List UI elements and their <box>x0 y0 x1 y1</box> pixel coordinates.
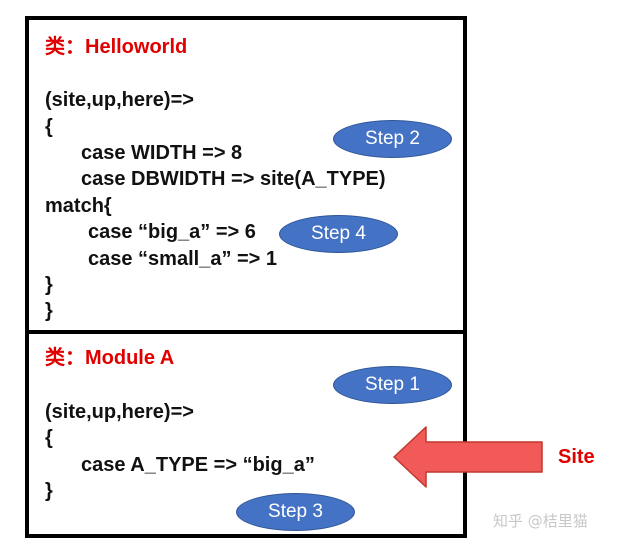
code-line: (site,up,here)=> <box>45 89 194 111</box>
code-line: case WIDTH => 8 <box>81 142 243 164</box>
code-line: { <box>45 116 53 138</box>
module-a-title: 类：Module A <box>45 347 175 369</box>
step-4-ellipse: Step 4 <box>279 215 398 253</box>
site-arrow-icon <box>393 426 543 488</box>
code-line: case DBWIDTH => site(A_TYPE) <box>81 168 386 190</box>
step-3-ellipse: Step 3 <box>236 493 355 531</box>
watermark: 知乎 @桔里猫 <box>493 512 588 530</box>
code-line: case “big_a” => 6 <box>88 221 256 243</box>
step-2-ellipse: Step 2 <box>333 120 452 158</box>
step-1-ellipse: Step 1 <box>333 366 452 404</box>
code-line: (site,up,here)=> <box>45 401 194 423</box>
code-line: match{ <box>45 195 112 217</box>
helloworld-title: 类：Helloworld <box>45 36 188 58</box>
code-line: case “small_a” => 1 <box>88 248 278 270</box>
code-line: } <box>45 480 53 502</box>
site-label: Site <box>558 446 595 468</box>
code-line: } <box>45 274 53 296</box>
code-line: { <box>45 427 53 449</box>
helloworld-class-box <box>25 16 467 334</box>
code-line: case A_TYPE => “big_a” <box>81 454 315 476</box>
code-line: } <box>45 300 53 322</box>
